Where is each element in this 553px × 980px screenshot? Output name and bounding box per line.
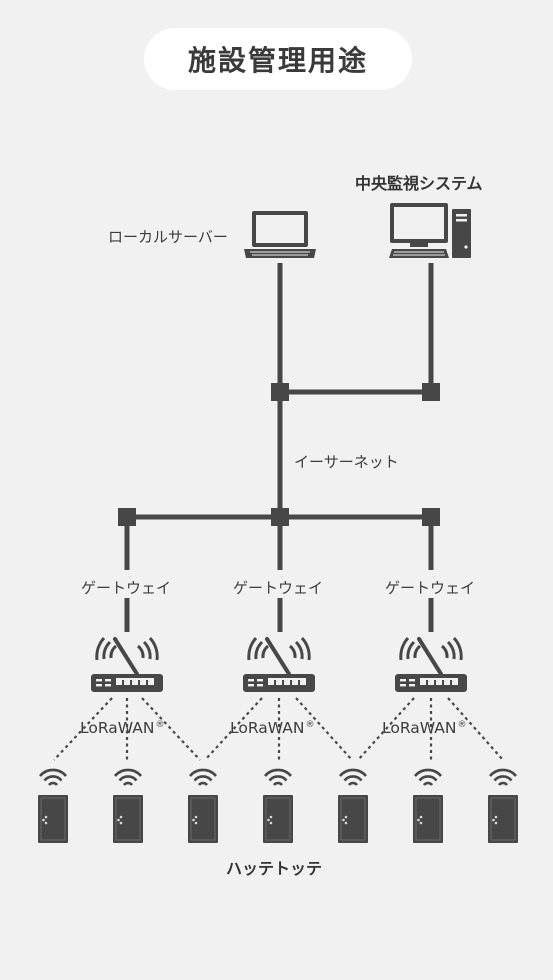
wireless-router-icon: [89, 636, 165, 694]
gateway-label-1: ゲートウェイ: [81, 579, 172, 597]
door-sensor-device-icon: [412, 794, 444, 844]
lorawan-label-3: LoRaWAN®: [382, 719, 467, 737]
door-sensor-device-icon: [337, 794, 369, 844]
door-sensor-device-icon: [187, 794, 219, 844]
local-server-label: ローカルサーバー: [108, 228, 228, 246]
door-sensor-device-icon: [112, 794, 144, 844]
wifi-signal-icon: [38, 768, 68, 787]
gateway-label-2: ゲートウェイ: [233, 579, 324, 597]
wifi-signal-icon: [263, 768, 293, 787]
device-group-label: ハッテトッテ: [226, 859, 323, 878]
door-sensor-device-icon: [37, 794, 69, 844]
page-title: 施設管理用途: [144, 28, 412, 90]
desktop-computer-icon: [389, 203, 471, 258]
ethernet-label: イーサーネット: [294, 453, 399, 471]
junction-nodes: [118, 383, 440, 526]
laptop-icon: [244, 211, 316, 258]
gateway-label-3: ゲートウェイ: [385, 579, 476, 597]
wifi-signal-icon: [188, 768, 218, 787]
central-system-label: 中央監視システム: [355, 174, 483, 193]
wifi-signal-icon: [413, 768, 443, 787]
door-sensor-device-icon: [487, 794, 519, 844]
lorawan-links: [53, 697, 504, 761]
lorawan-label-1: LoRaWAN®: [80, 719, 165, 737]
wifi-signal-icon: [113, 768, 143, 787]
lorawan-label-2: LoRaWAN®: [230, 719, 315, 737]
wireless-router-icon: [241, 636, 317, 694]
wireless-router-icon: [393, 636, 469, 694]
wifi-signal-icon: [338, 768, 368, 787]
ethernet-lines: [124, 263, 434, 632]
door-sensor-device-icon: [262, 794, 294, 844]
wifi-signal-icon: [488, 768, 518, 787]
